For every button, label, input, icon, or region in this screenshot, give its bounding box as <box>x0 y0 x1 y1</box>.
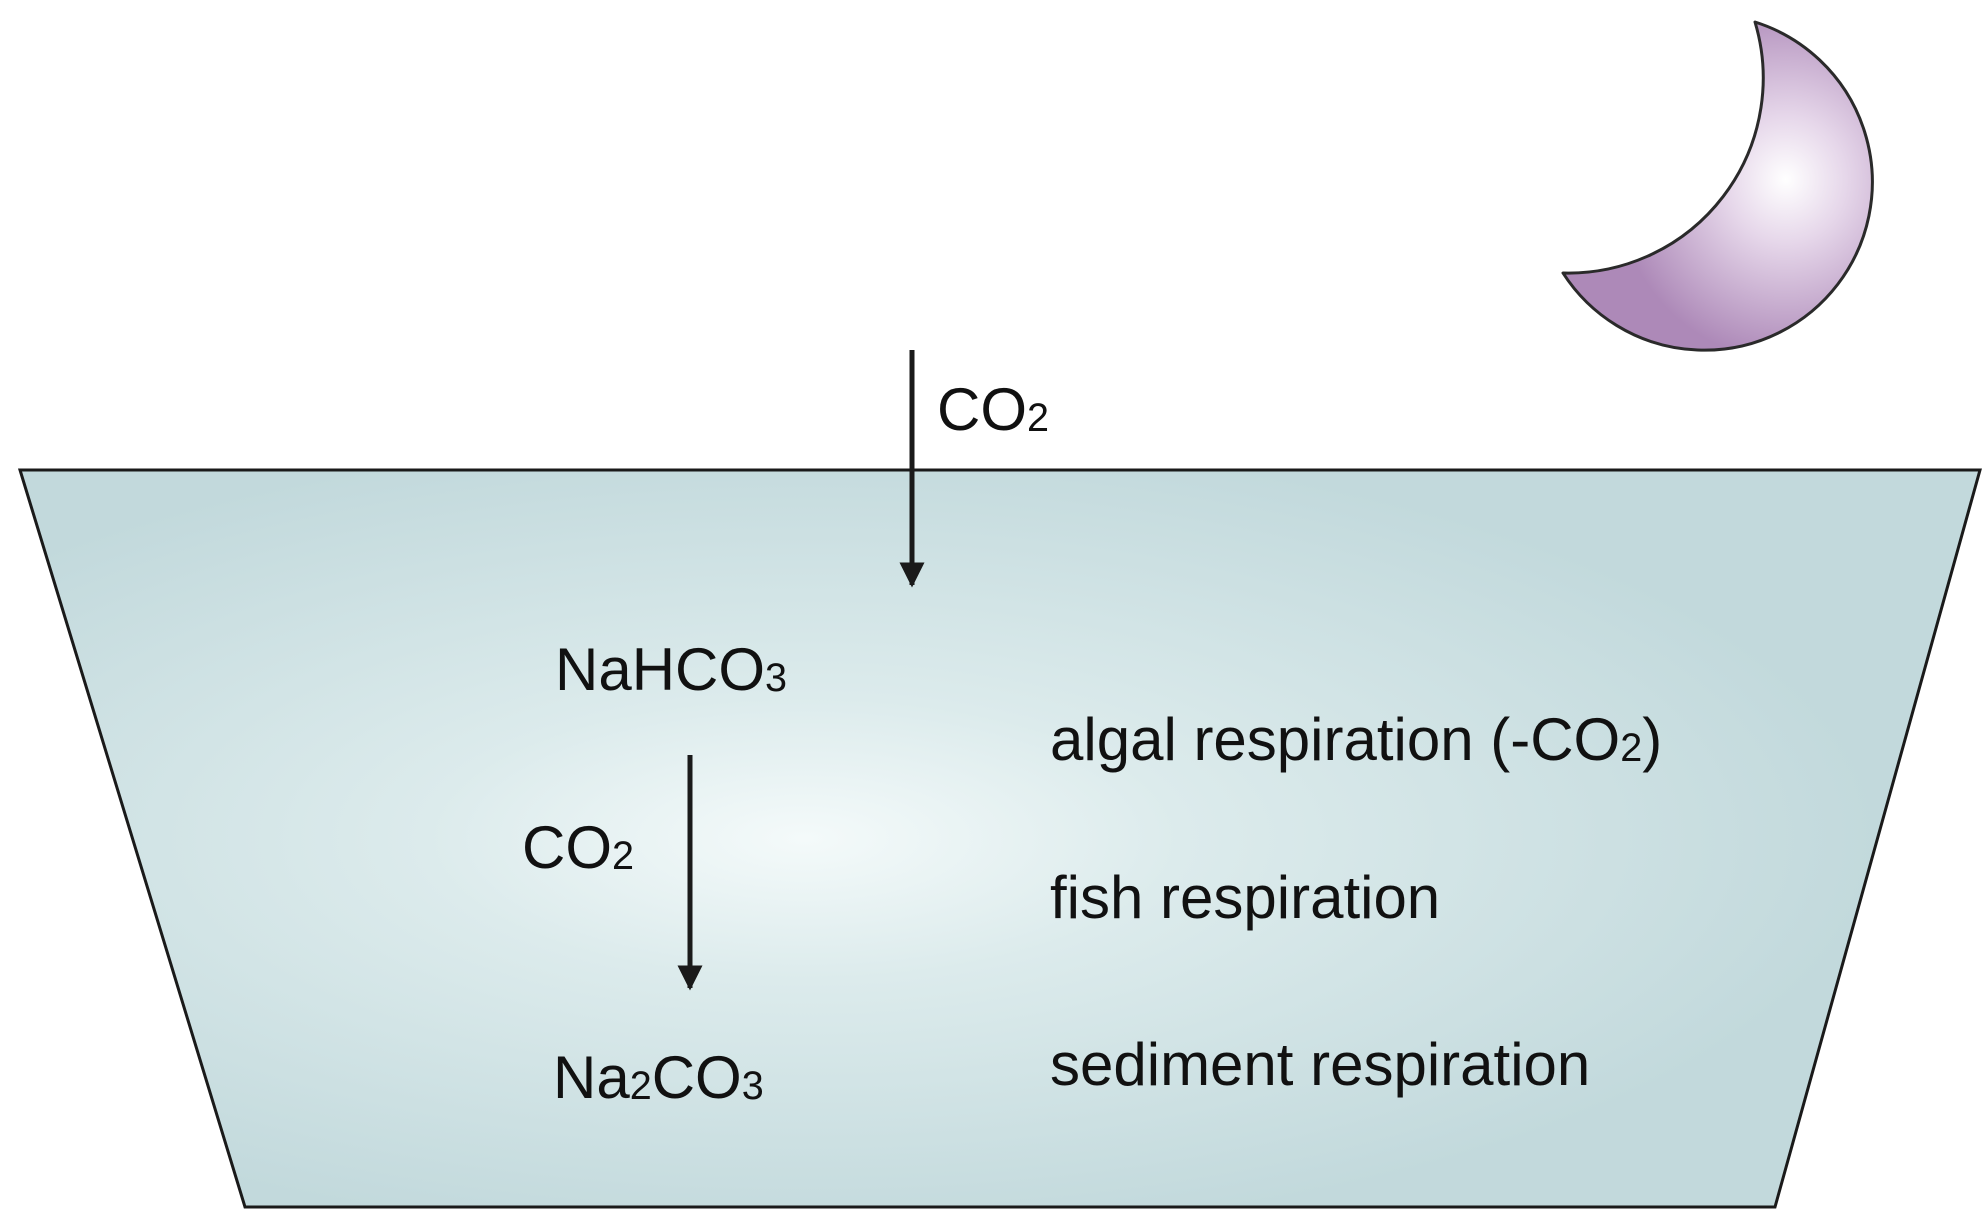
co2-air-label: CO2 <box>937 376 1050 443</box>
algal-respiration-label: algal respiration (-CO2) <box>1050 706 1663 773</box>
sediment-respiration-label: sediment respiration <box>1050 1031 1591 1098</box>
crescent-moon-icon <box>1561 20 1874 352</box>
water-basin <box>17 468 1982 1209</box>
na2co3-label: Na2CO3 <box>553 1044 764 1111</box>
fish-respiration-label: fish respiration <box>1050 864 1441 931</box>
co2-water-label: CO2 <box>522 814 635 881</box>
nahco3-label: NaHCO3 <box>555 636 788 703</box>
